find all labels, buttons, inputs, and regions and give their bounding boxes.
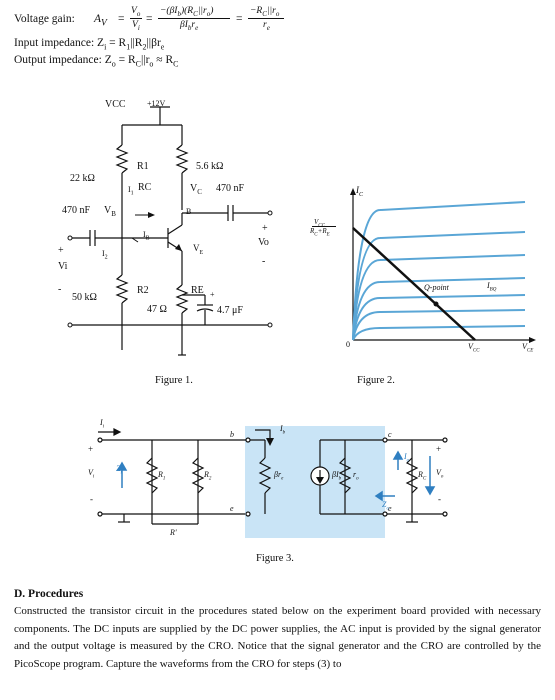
figure-2-graph [350, 188, 536, 343]
gain-expression-num: −(βIb)(RC||ro) [160, 6, 214, 18]
isat-label: VCC [314, 218, 325, 229]
vi-label: Vi [58, 261, 68, 272]
vi-minus: - [58, 284, 62, 295]
output-impedance-equation: Output impedance: Zo = RC||ro ≈ RC [14, 54, 179, 69]
r1-label-fig3: R1 [158, 470, 166, 482]
rc-value: 5.6 kΩ [196, 161, 224, 172]
figure-1-caption: Figure 1. [155, 375, 193, 386]
procedures-heading: D. Procedures [14, 588, 84, 600]
vi-plus: + [58, 245, 64, 256]
r2-value: 50 kΩ [72, 292, 97, 303]
zo-label: Zo [382, 500, 389, 512]
figure-1-schematic [67, 106, 273, 356]
vce-axis-label: VCE [522, 342, 534, 354]
b-terminal: b [230, 430, 234, 439]
r1-value: 22 kΩ [70, 173, 95, 184]
vo-plus: + [262, 223, 268, 234]
bib-label: βIb [332, 470, 342, 482]
i2-label: I2 [102, 249, 108, 261]
input-impedance-equation: Input impedance: Zi = R1||R2||βre [14, 37, 165, 52]
ce-value: 4.7 μF [217, 305, 243, 316]
r2-label-fig3: R2 [204, 470, 212, 482]
vcc-axis-label: VCC [468, 342, 480, 354]
ic-axis-label: IC [356, 185, 364, 198]
gain-simplified-num: −RC||ro [250, 6, 280, 18]
ib-label: IB [143, 230, 150, 242]
re-label: RE [191, 285, 204, 296]
re-value: 47 Ω [147, 304, 167, 315]
b-label: B [186, 207, 192, 216]
figure-2: IC VCC RC+RE Q-point IBQ 0 VCC VCE Figur… [300, 180, 550, 386]
c-terminal: c [388, 430, 392, 439]
e-terminal: e [230, 504, 234, 513]
vb-label: VB [104, 205, 116, 218]
figure-3-caption: Figure 3. [256, 553, 294, 564]
origin-label: 0 [346, 340, 350, 349]
procedures-text: Constructed the transistor circuit in th… [14, 605, 541, 670]
av-symbol: AV [94, 13, 107, 29]
rc-label-fig3: RC [418, 470, 427, 482]
vo-minus: - [262, 256, 266, 267]
figure-1: VCC +12V R1 22 kΩ 5.6 kΩ RC I1 VC 470 nF… [0, 85, 300, 386]
vcc-label: VCC [105, 99, 126, 110]
zi-label: Zi [116, 464, 122, 476]
ib-label-fig3: Ib [280, 424, 286, 436]
rc-label: RC [138, 182, 152, 193]
vi-label-fig3: Vi [88, 468, 95, 480]
qpoint-label: Q-point [424, 283, 449, 292]
figure-3: Ii + Vi - Zi R1 R2 R' b e Ib βre βIb ro … [80, 418, 500, 568]
vo-over-vi-den: Vi [132, 20, 140, 32]
ve-label: VE [193, 243, 204, 256]
c-out-label: 470 nF [216, 183, 245, 194]
vc-label: VC [190, 183, 202, 196]
vo-label: Vo [258, 237, 269, 248]
ce-plus: + [210, 290, 215, 299]
figure-2-caption: Figure 2. [357, 375, 395, 386]
vo-over-vi-num: Vo [131, 6, 141, 18]
rprime-label: R' [170, 528, 177, 537]
r2-label: R2 [137, 285, 149, 296]
ibq-label: IBQ [487, 281, 497, 293]
isat-den: RC+RE [310, 227, 330, 238]
r1-label: R1 [137, 161, 149, 172]
ro-label: ro [353, 470, 359, 482]
figure-3-equivalent-circuit [97, 426, 448, 538]
vo-label-fig3: Vo [436, 468, 444, 480]
voltage-gain-label: Voltage gain: [14, 13, 75, 25]
i1-label: I1 [128, 185, 134, 197]
ii-label: Ii [100, 418, 105, 430]
io-label: Io [404, 452, 410, 464]
gain-expression-den: βIbre [180, 20, 199, 32]
gain-simplified-den: re [263, 20, 270, 32]
bre-label: βre [274, 470, 284, 482]
supply-label: +12V [147, 99, 166, 108]
e2-terminal: e [388, 504, 392, 513]
c-in-label: 470 nF [62, 205, 91, 216]
